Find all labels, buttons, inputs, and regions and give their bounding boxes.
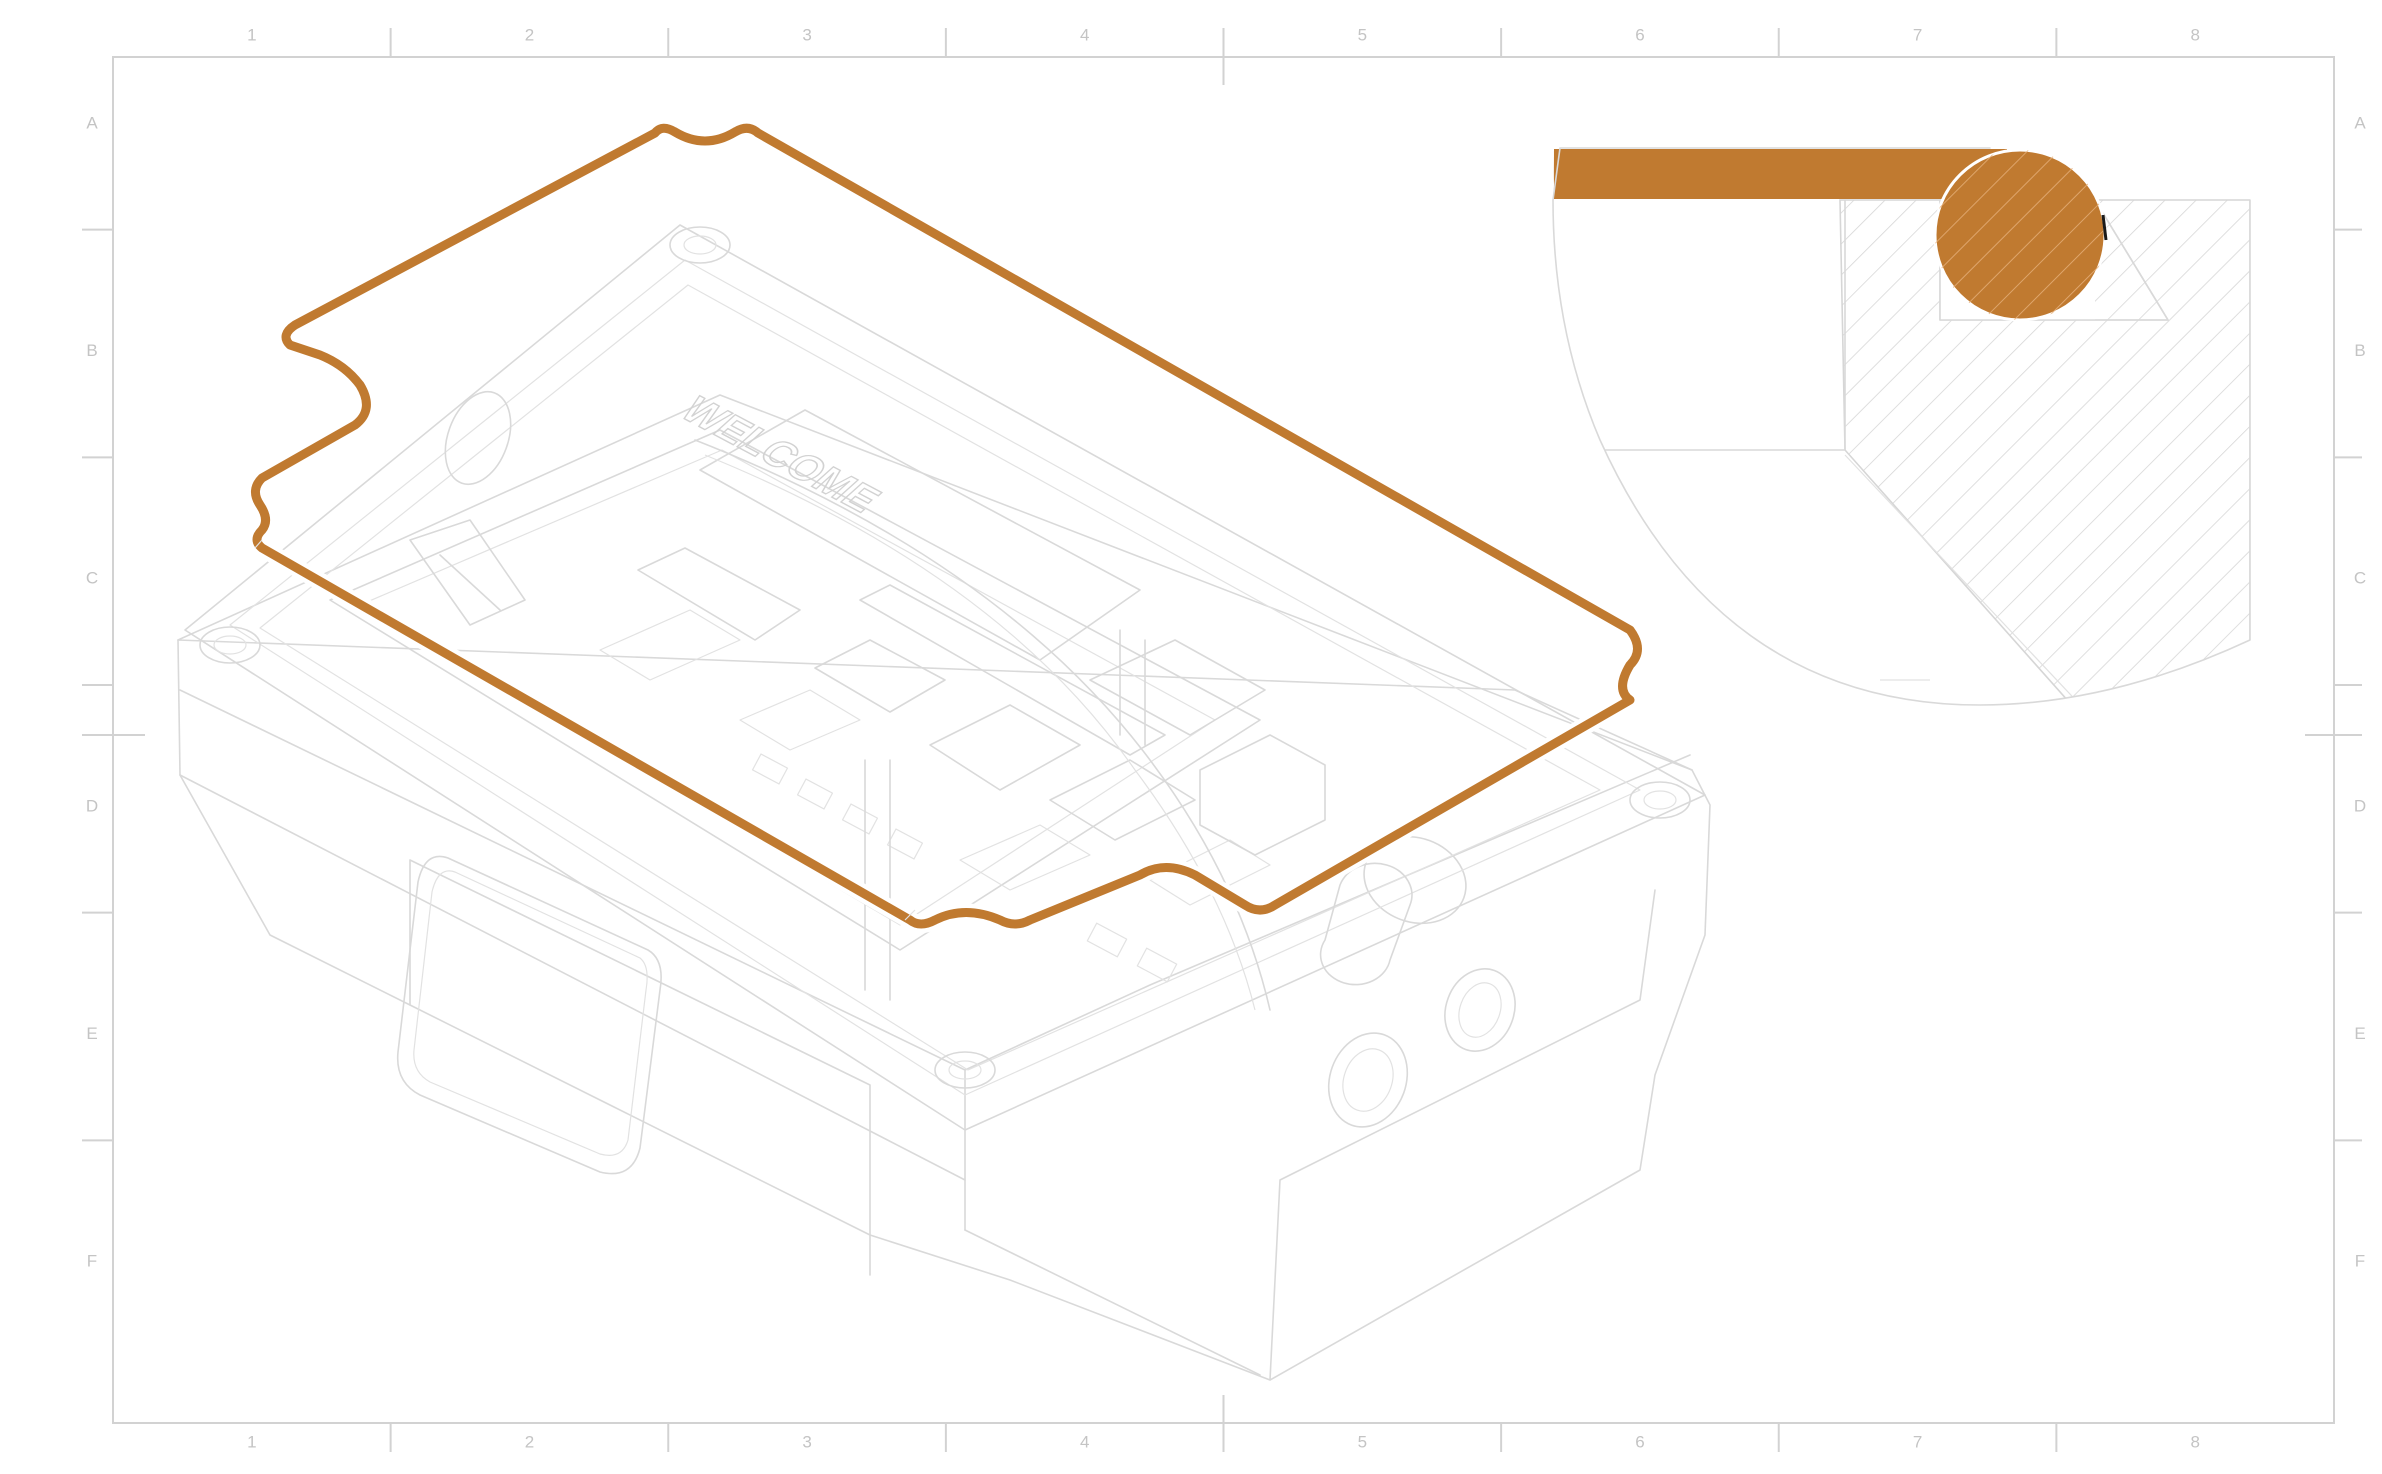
- column-label-bottom: 8: [2190, 1432, 2199, 1451]
- row-label-right: E: [2354, 1024, 2365, 1043]
- row-ticks: [82, 228, 2362, 1142]
- column-label-top: 7: [1913, 25, 1922, 44]
- row-label-right: F: [2355, 1252, 2365, 1271]
- column-label-bottom: 2: [525, 1432, 534, 1451]
- housing-section: [1839, 199, 2250, 705]
- column-label-bottom: 3: [802, 1432, 811, 1451]
- terminal-block: [1199, 734, 1326, 856]
- column-label-bottom: 5: [1358, 1432, 1367, 1451]
- row-label-left: B: [86, 341, 97, 360]
- row-label-left: D: [86, 796, 98, 815]
- column-label-top: 1: [247, 25, 256, 44]
- row-label-right: D: [2354, 796, 2366, 815]
- row-label-left: A: [86, 113, 98, 132]
- enclosure-assembly: WELCOME: [177, 224, 1711, 1381]
- mounting-pad: [396, 855, 662, 1175]
- enclosure-base-outline: [177, 639, 1711, 1381]
- enclosure-front-corner: [964, 754, 1691, 1231]
- standoff-post: [864, 629, 1146, 1001]
- column-label-bottom: 1: [247, 1432, 256, 1451]
- column-label-top: 2: [525, 25, 534, 44]
- row-label-left: C: [86, 569, 98, 588]
- row-label-right: A: [2354, 113, 2366, 132]
- enclosure-front-face: [179, 689, 966, 1181]
- column-ticks: [389, 28, 2058, 1452]
- row-label-right: B: [2354, 341, 2365, 360]
- corner-screws: [199, 226, 1691, 1089]
- board-logo: WELCOME: [671, 390, 891, 520]
- gasket-cross-section-detail: [1552, 147, 2251, 706]
- internal-cable: [694, 439, 1271, 1011]
- antenna-connector: [409, 519, 526, 626]
- row-label-left: E: [86, 1024, 97, 1043]
- enclosure-rim-inner: [229, 259, 1641, 1096]
- battery-cylinder: [1319, 862, 1413, 986]
- column-label-top: 5: [1358, 25, 1367, 44]
- enclosure-side-hole: [444, 390, 512, 486]
- lid-section: [1553, 148, 2009, 201]
- column-label-bottom: 6: [1635, 1432, 1644, 1451]
- column-label-top: 3: [802, 25, 811, 44]
- cable-gland-hole-2: [1444, 968, 1516, 1052]
- row-label-left: F: [87, 1252, 97, 1271]
- board-components: [599, 409, 1271, 983]
- detail-view-outline: [1552, 147, 2251, 706]
- column-label-top: 4: [1080, 25, 1089, 44]
- cable-gland-hole-1: [1327, 1032, 1409, 1128]
- circuit-board: [329, 429, 1261, 951]
- column-labels: 1 1 2 2 3 3 4 4 5 5 6 6 7 7 8 8: [247, 25, 2200, 1451]
- row-labels: A A B B C C D D E E F F: [86, 113, 2366, 1270]
- drawing-frame: 1 1 2 2 3 3 4 4 5 5 6 6 7 7 8 8 A A B B C C D D E E F F: [82, 25, 2366, 1452]
- enclosure-side-flange: [409, 859, 871, 1276]
- enclosure-rim-outer: [184, 224, 1706, 1131]
- enclosure-base-top-edge: [177, 394, 1693, 771]
- column-label-bottom: 7: [1913, 1432, 1922, 1451]
- column-label-bottom: 4: [1080, 1432, 1089, 1451]
- enclosure-right-face: [964, 889, 1656, 1381]
- row-label-right: C: [2354, 569, 2366, 588]
- column-label-top: 8: [2190, 25, 2199, 44]
- lid-gasket: [246, 119, 1647, 933]
- column-label-top: 6: [1635, 25, 1644, 44]
